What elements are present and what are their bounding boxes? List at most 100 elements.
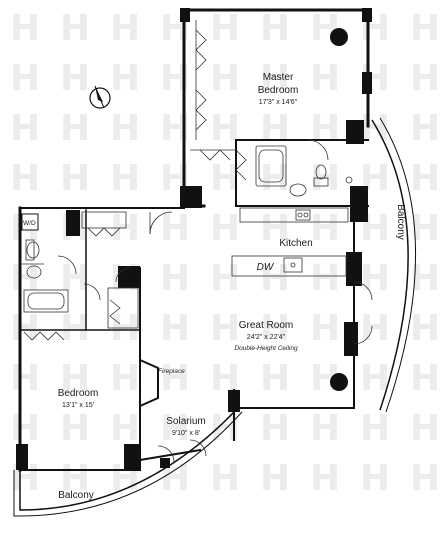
master-bedroom-label-2: Bedroom [258,85,299,96]
watermark-glyph: H [260,158,290,199]
solarium-dimensions: 9'10" x 8' [172,430,200,437]
watermark-glyph: H [310,158,340,199]
watermark-glyph: H [60,458,90,499]
kitchen-label: Kitchen [279,238,312,249]
watermark-glyph: H [210,408,240,449]
watermark-glyph: H [410,158,440,199]
watermark-glyph: H [310,258,340,299]
watermark-glyph: H [160,108,190,149]
watermark-glyph: H [260,458,290,499]
watermark-glyph: H [310,58,340,99]
watermark-glyph: H [10,8,40,49]
balcony-south-railing [13,409,243,517]
watermark-glyph: H [210,308,240,349]
watermark-glyph: H [360,408,390,449]
watermark-glyph: H [260,208,290,249]
watermark-glyph: H [10,358,40,399]
watermark-glyph: H [110,308,140,349]
great-room-dimensions: 24'2" x 22'4" [247,334,286,341]
watermark-glyph: H [60,358,90,399]
watermark-glyph: H [160,258,190,299]
watermark-glyph: H [360,108,390,149]
bedroom-label: Bedroom [58,388,99,399]
watermark-glyph: H [310,108,340,149]
watermark-glyph: H [310,208,340,249]
watermark-glyph: H [60,408,90,449]
watermark-glyph: H [110,358,140,399]
great-room-label: Great Room [239,320,293,331]
fireplace-label: Fireplace [158,368,185,375]
washer-dryer-label: W/D [23,220,36,227]
second-bath [22,239,69,313]
watermark-glyph: H [410,458,440,499]
watermark-glyph: H [260,8,290,49]
great-room-note: Double-Height Ceiling [234,345,298,352]
watermark-glyph: H [260,408,290,449]
watermark-glyph: H [410,408,440,449]
watermark-glyph: H [160,208,190,249]
watermark-glyph: H [260,308,290,349]
watermark-glyph: H [60,258,90,299]
watermark-glyph: H [60,308,90,349]
watermark-glyph: H [110,108,140,149]
watermark-glyph: H [410,58,440,99]
watermark-glyph: H [10,108,40,149]
balcony-east-label: Balcony [395,204,406,240]
watermark-glyph: H [360,308,390,349]
watermark-glyph: H [260,108,290,149]
watermark-glyph: H [210,208,240,249]
watermark-glyph: H [10,258,40,299]
washer-dryer [21,213,39,231]
bedroom-dimensions: 13'1" x 15' [62,402,94,409]
master-bedroom-label-1: Master [263,72,294,83]
watermark-glyph: H [110,58,140,99]
watermark-glyph: H [410,108,440,149]
watermark-glyph: H [160,308,190,349]
column-great-room [330,373,348,391]
watermark-glyph: H [210,58,240,99]
watermark-glyph: H [110,158,140,199]
watermark-glyph: H [360,458,390,499]
watermark-glyph: H [410,308,440,349]
watermark-glyph: H [60,158,90,199]
dishwasher-label: DW [257,262,275,273]
north-arrow-icon [89,85,111,109]
watermark-glyph: H [410,8,440,49]
watermark-glyph: H [310,408,340,449]
master-bedroom-dimensions: 17'3" x 14'6" [259,99,298,106]
watermark-glyph: H [110,408,140,449]
watermark-glyph: H [10,408,40,449]
watermark-glyph: H [410,358,440,399]
watermark-glyph: H [60,8,90,49]
watermark-glyph: H [10,58,40,99]
column-master [330,28,348,46]
watermark-glyph: H [260,258,290,299]
closet-doors [23,20,247,341]
watermark-glyph: H [160,408,190,449]
watermark-glyph: H [60,108,90,149]
watermark-glyph: H [160,58,190,99]
watermark-glyph: H [10,158,40,199]
watermark-glyph: H [160,358,190,399]
watermark-glyph: H [260,58,290,99]
watermark-glyph: H [210,258,240,299]
watermark-glyph: H [260,358,290,399]
door-swings [57,139,373,463]
fireplace [139,358,159,408]
watermark-glyph: H [210,8,240,49]
master-bath [255,145,353,197]
balcony-south-label: Balcony [58,490,94,501]
solarium-label: Solarium [166,416,205,427]
watermark-glyph: H [110,8,140,49]
watermark-glyph: H [360,258,390,299]
watermark-glyph: H [10,308,40,349]
watermark-glyph: H [310,458,340,499]
watermark-glyph: H [310,308,340,349]
kitchen-counters [231,207,349,277]
wall-piers [16,8,372,470]
balcony-east-railing [371,117,416,413]
watermark-glyph: H [60,58,90,99]
watermark-glyph: H [210,458,240,499]
